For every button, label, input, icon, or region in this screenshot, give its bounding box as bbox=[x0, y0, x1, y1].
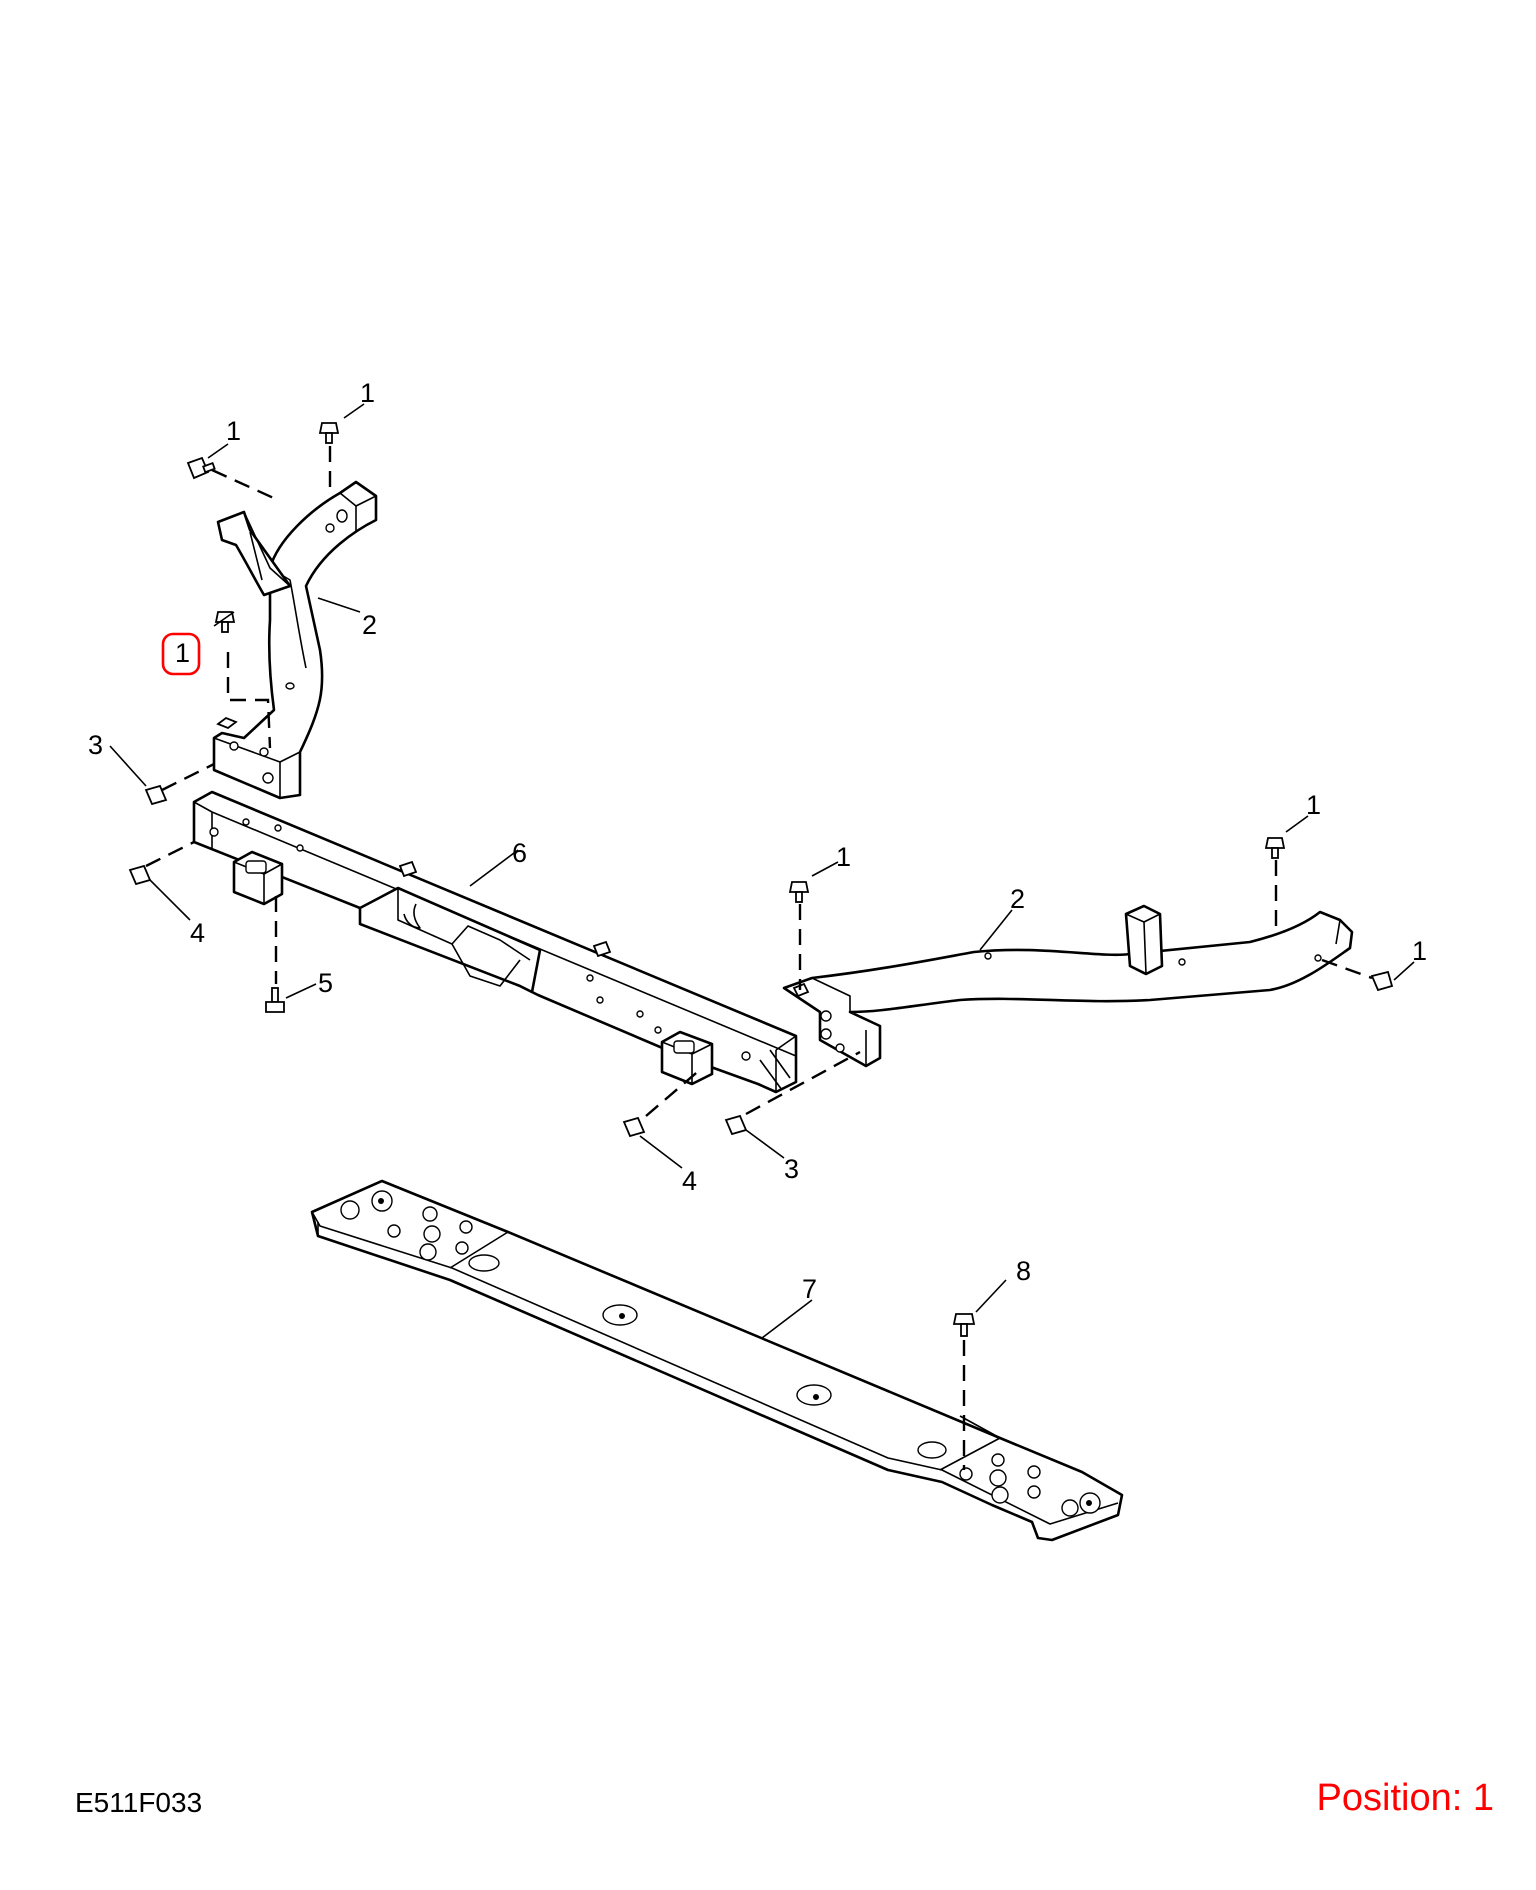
callout-2-right[interactable]: 2 bbox=[1010, 884, 1025, 914]
callout-4-left[interactable]: 4 bbox=[190, 918, 205, 948]
bolt-3-left[interactable] bbox=[144, 784, 168, 806]
bolt-4-left[interactable] bbox=[128, 864, 152, 886]
callout-1-highlighted[interactable]: 1 bbox=[161, 632, 201, 676]
callout-1-right-b[interactable]: 1 bbox=[1306, 790, 1321, 820]
part-6-cross-member[interactable] bbox=[192, 790, 798, 1094]
bolt-1-right-a[interactable] bbox=[788, 881, 810, 903]
callout-1-top[interactable]: 1 bbox=[360, 378, 375, 408]
bolt-8[interactable] bbox=[952, 1313, 976, 1337]
callouts: 1 1 1 1 1 1 2 2 3 3 4 4 5 6 7 8 bbox=[88, 378, 1427, 1304]
diagram-code: E511F033 bbox=[75, 1787, 203, 1818]
callout-5[interactable]: 5 bbox=[318, 968, 333, 998]
position-label: Position: 1 bbox=[1316, 1777, 1494, 1819]
bolt-1-top[interactable] bbox=[318, 422, 340, 444]
part-2-left-bracket[interactable] bbox=[212, 480, 378, 800]
callout-1-upper-left[interactable]: 1 bbox=[226, 416, 241, 446]
part-7-skid-plate[interactable] bbox=[310, 1179, 1124, 1542]
bolt-3-bottom[interactable] bbox=[724, 1114, 748, 1136]
bolt-5[interactable] bbox=[265, 987, 285, 1013]
leader-lines bbox=[109, 403, 1415, 1339]
bolt-1-right-b[interactable] bbox=[1264, 837, 1286, 859]
callout-2-left[interactable]: 2 bbox=[362, 610, 377, 640]
bolt-1-upper-left[interactable] bbox=[186, 456, 216, 480]
bolt-4-bottom[interactable] bbox=[622, 1116, 646, 1138]
part-2-right-bracket[interactable] bbox=[782, 904, 1354, 1068]
callout-1-right-c[interactable]: 1 bbox=[1412, 936, 1427, 966]
callout-8[interactable]: 8 bbox=[1016, 1256, 1031, 1286]
callout-6[interactable]: 6 bbox=[512, 838, 527, 868]
callout-3-left[interactable]: 3 bbox=[88, 730, 103, 760]
svg-text:1: 1 bbox=[175, 638, 190, 668]
bolt-1-right-c[interactable] bbox=[1370, 970, 1394, 992]
assembly-lines bbox=[145, 446, 1373, 1470]
callout-4-bottom[interactable]: 4 bbox=[682, 1166, 697, 1196]
callout-7[interactable]: 7 bbox=[802, 1274, 817, 1304]
callout-1-right-a[interactable]: 1 bbox=[836, 842, 851, 872]
highlight-ring bbox=[161, 632, 201, 676]
callout-3-bottom[interactable]: 3 bbox=[784, 1154, 799, 1184]
